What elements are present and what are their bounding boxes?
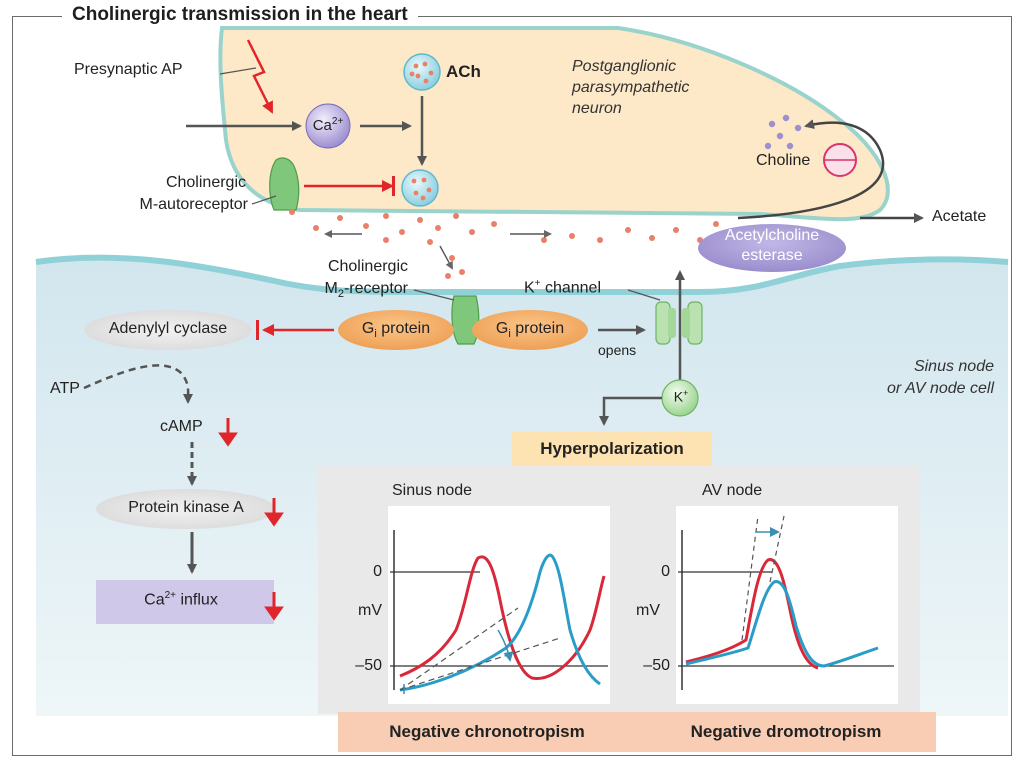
esterase-label-line1: Acetylcholine — [724, 227, 820, 244]
k-channel-leader — [627, 289, 661, 301]
ach-vesicle-top — [403, 53, 441, 91]
autoreceptor-inhibition-bar — [392, 176, 395, 196]
negative-dromotropism-label: Negative dromotropism — [690, 722, 882, 741]
decrease-arrows — [218, 418, 284, 621]
gi-protein-left-label: Gi protein — [361, 320, 431, 341]
av-trace-blue — [685, 580, 879, 668]
footer-box — [338, 712, 936, 752]
av-chart-title: AV node — [702, 482, 763, 499]
esterase-label-line2: esterase — [741, 247, 803, 264]
pka-label: Protein kinase A — [128, 499, 244, 516]
ach-label: ACh — [446, 62, 481, 81]
av-chart-ylabel: mV — [636, 602, 660, 619]
neuron-label-line1: Postganglionic — [572, 58, 677, 75]
diffusion-arrow-down — [439, 245, 453, 270]
ach-molecules-cleft — [289, 209, 719, 279]
adenylyl-cyclase-label: Adenylyl cyclase — [108, 320, 228, 337]
ach-vesicle-bottom — [401, 169, 439, 207]
m2-receptor-leader — [413, 289, 455, 301]
choline-molecules — [764, 114, 802, 150]
cell-label-line2: or AV node cell — [886, 380, 994, 397]
m2-label-line1: Cholinergic — [327, 258, 408, 275]
atp-conversion-arrow — [83, 364, 194, 404]
gi-protein-left — [338, 310, 454, 350]
opens-label: opens — [598, 342, 637, 358]
page-title: Cholinergic transmission in the heart — [62, 4, 418, 26]
m2-label-line2: M2-receptor — [324, 280, 408, 301]
k-channel — [655, 301, 703, 345]
autoreceptor-leader — [251, 195, 277, 205]
k-ion-label: K+ — [673, 388, 689, 405]
m-autoreceptor — [269, 157, 300, 211]
ca-influx-label: Ca2+ influx — [144, 590, 218, 609]
sinus-tick-0: 0 — [373, 563, 382, 580]
av-trace-red — [685, 558, 819, 670]
k-channel-label: K+ channel — [524, 278, 602, 297]
sinus-slope-lines — [399, 607, 561, 691]
neuron-label-line3: neuron — [572, 100, 622, 117]
av-slope-lines — [741, 515, 785, 641]
acetate-label: Acetate — [932, 208, 987, 225]
cell-label-line1: Sinus node — [913, 358, 994, 375]
gi-inhibition-bar — [256, 320, 259, 340]
av-node-plot — [676, 506, 898, 704]
hyperpolarization-arrow — [599, 396, 662, 426]
ca-ion-label: Ca2+ — [312, 116, 344, 134]
neuron-label-line2: parasympathetic — [572, 79, 690, 96]
presynaptic-ap-lightning — [246, 39, 274, 114]
sinus-delay-arrow — [497, 629, 514, 662]
choline-reuptake-arrow — [737, 119, 885, 220]
presynaptic-ap-label: Presynaptic AP — [74, 61, 183, 78]
presynaptic-ap-leader — [219, 67, 257, 75]
protein-kinase-a — [96, 489, 276, 529]
ca-ion-ball — [305, 103, 351, 149]
av-tick-minus50: –50 — [643, 657, 670, 674]
sinus-trace-red — [399, 555, 606, 680]
atp-label: ATP — [50, 380, 80, 397]
autoreceptor-label-line1: Cholinergic — [165, 174, 246, 191]
autoreceptor-label-line2: M-autoreceptor — [139, 196, 249, 213]
ca-influx-box — [96, 580, 274, 624]
sinus-chart-ylabel: mV — [358, 602, 382, 619]
gi-protein-right — [472, 310, 588, 350]
hyperpolarization-label: Hyperpolarization — [540, 439, 684, 458]
m2-receptor — [451, 295, 480, 345]
av-tick-0: 0 — [661, 563, 670, 580]
hyperpolarization-box — [512, 432, 712, 466]
camp-label: cAMP — [160, 418, 203, 435]
sinus-node-plot — [388, 506, 610, 704]
adenylyl-cyclase — [84, 310, 252, 350]
gi-protein-right-label: Gi protein — [495, 320, 565, 341]
negative-chronotropism-label: Negative chronotropism — [389, 722, 585, 741]
diagram-frame — [12, 16, 1012, 756]
choline-label: Choline — [756, 152, 811, 169]
sinus-chart-title: Sinus node — [392, 482, 473, 499]
sinus-tick-minus50: –50 — [355, 657, 382, 674]
acetylcholine-esterase — [698, 224, 846, 272]
